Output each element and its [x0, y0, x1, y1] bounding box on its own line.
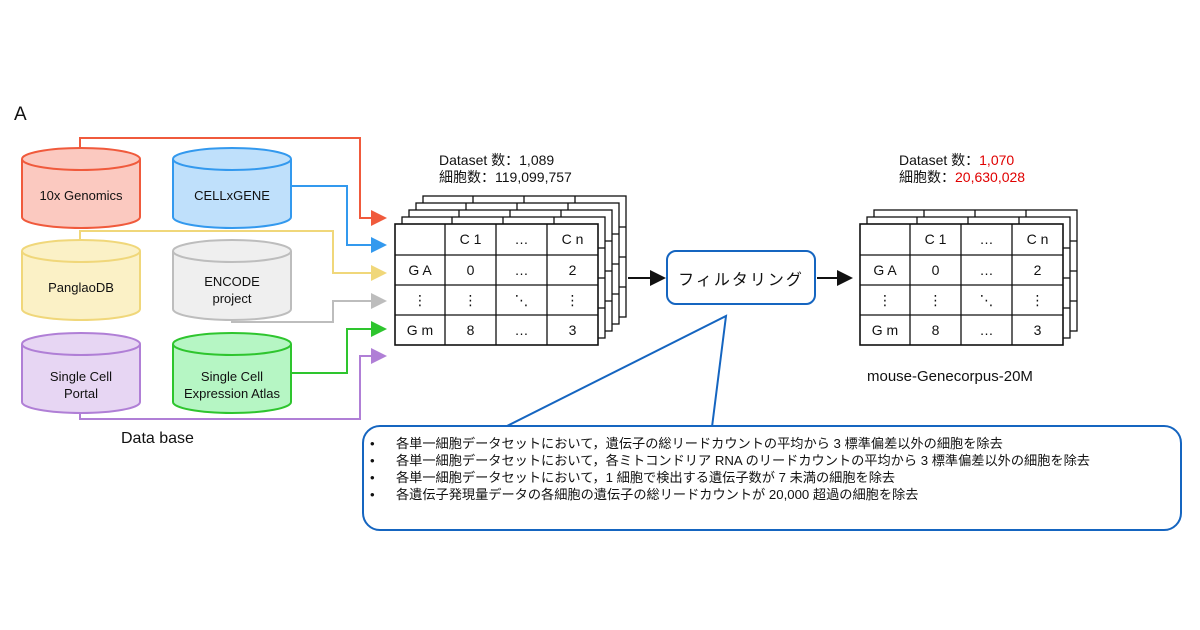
matrix-header-cell: C n: [1026, 231, 1049, 247]
matrix-cell: ⋱: [514, 292, 529, 308]
connector-10x: [79, 137, 387, 226]
raw-dataset-label: Dataset 数：: [439, 152, 520, 168]
db-label-sca-line2: Expression Atlas: [183, 386, 281, 401]
criterion-item: 各遺伝子発現量データの各細胞の遺伝子の総リードカウントが 20,000 超過の細…: [364, 486, 1180, 503]
matrix-cell: G m: [871, 322, 899, 338]
database-cylinder-sca: [172, 332, 292, 414]
filtered-cell-count: 細胞数：20,630,028: [899, 167, 1025, 187]
matrix-cell: ⋮: [1030, 292, 1045, 308]
raw-dataset-count: Dataset 数：1,089: [439, 150, 554, 170]
db-label-scp-line1: Single Cell: [49, 369, 113, 384]
db-label-cellxgene: CELLxGENE: [194, 188, 270, 203]
matrix-header-cell: …: [514, 231, 529, 247]
matrix-cell: ⋮: [463, 292, 478, 308]
matrix-header-cell: …: [979, 231, 994, 247]
db-label-encode-line1: ENCODE: [204, 274, 260, 289]
database-cylinder-encode: [172, 239, 292, 321]
db-label-encode: ENCODE project: [173, 273, 291, 307]
database-cylinder-cellxgene: [172, 147, 292, 229]
matrix-cell: …: [979, 322, 994, 338]
db-label-sca-line1: Single Cell: [200, 369, 264, 384]
matrix-cell: G A: [408, 262, 432, 278]
connector-cellxgene: [291, 185, 387, 253]
db-label-panglao: PanglaoDB: [48, 280, 114, 295]
matrix-cell: ⋮: [878, 292, 892, 308]
filter-step-label: フィルタリング: [678, 271, 804, 289]
filtered-cells-label: 細胞数：: [899, 169, 955, 185]
matrix-cell: 0: [931, 262, 940, 278]
database-cylinder-panglao: [21, 239, 141, 321]
database-cylinder-scp: [21, 332, 141, 414]
matrix-cell: 8: [931, 322, 940, 338]
matrix-cell: 0: [466, 262, 475, 278]
callout-pointer: [504, 314, 728, 428]
filtered-dataset-label: Dataset 数：: [899, 152, 980, 168]
raw-cell-count: 細胞数：119,099,757: [439, 167, 572, 187]
database-title: Data base: [121, 430, 194, 447]
matrix-cell: …: [979, 262, 994, 278]
criterion-item: 各単一細胞データセットにおいて，1 細胞で検出する遺伝子数が 7 未満の細胞を除…: [364, 469, 1180, 486]
criterion-item: 各単一細胞データセットにおいて，各ミトコンドリア RNA のリードカウントの平均…: [364, 452, 1180, 469]
matrix-cell: …: [514, 262, 529, 278]
db-label-sca: Single Cell Expression Atlas: [168, 368, 296, 402]
connector-scp: [79, 348, 387, 420]
matrix-cell: 2: [1033, 262, 1042, 278]
filtered-cells-value: 20,630,028: [955, 169, 1026, 185]
matrix-cell: 8: [466, 322, 475, 338]
matrix-cell: 3: [1033, 322, 1042, 338]
filter-criteria-callout: 各単一細胞データセットにおいて，遺伝子の総リードカウントの平均から 3 標準偏差…: [362, 425, 1182, 531]
matrix-cell: ⋮: [928, 292, 943, 308]
db-label-scp-line2: Portal: [64, 386, 98, 401]
matrix-cell: G A: [873, 262, 897, 278]
db-label-scp: Single Cell Portal: [22, 368, 140, 402]
raw-cells-label: 細胞数：: [439, 169, 495, 185]
raw-dataset-value: 1,089: [519, 152, 555, 168]
panel-label: A: [14, 104, 27, 125]
matrix-header-cell: C n: [561, 231, 584, 247]
criterion-item: 各単一細胞データセットにおいて，遺伝子の総リードカウントの平均から 3 標準偏差…: [364, 435, 1180, 452]
db-label-10x: 10x Genomics: [39, 188, 123, 203]
filtered-dataset-value: 1,070: [979, 152, 1015, 168]
matrix-cell: G m: [406, 322, 434, 338]
db-label-encode-line2: project: [212, 291, 252, 306]
matrix-cell: ⋱: [979, 292, 994, 308]
matrix-header-cell: C 1: [459, 231, 482, 247]
connector-panglao: [79, 230, 387, 281]
filtered-dataset-count: Dataset 数：1,070: [899, 150, 1014, 170]
matrix-header-cell: C 1: [924, 231, 947, 247]
matrix-cell: …: [514, 322, 529, 338]
database-cylinder-10x: [21, 147, 141, 229]
matrix-cell: 2: [568, 262, 577, 278]
matrix-cell: 3: [568, 322, 577, 338]
raw-cells-value: 119,099,757: [495, 169, 572, 185]
filter-step-box: フィルタリング: [666, 250, 816, 305]
corpus-name: mouse-Genecorpus-20M: [867, 368, 1033, 385]
matrix-cell: ⋮: [565, 292, 580, 308]
connector-encode: [231, 293, 387, 323]
connector-sca: [291, 321, 387, 374]
matrix-cell: ⋮: [413, 292, 427, 308]
